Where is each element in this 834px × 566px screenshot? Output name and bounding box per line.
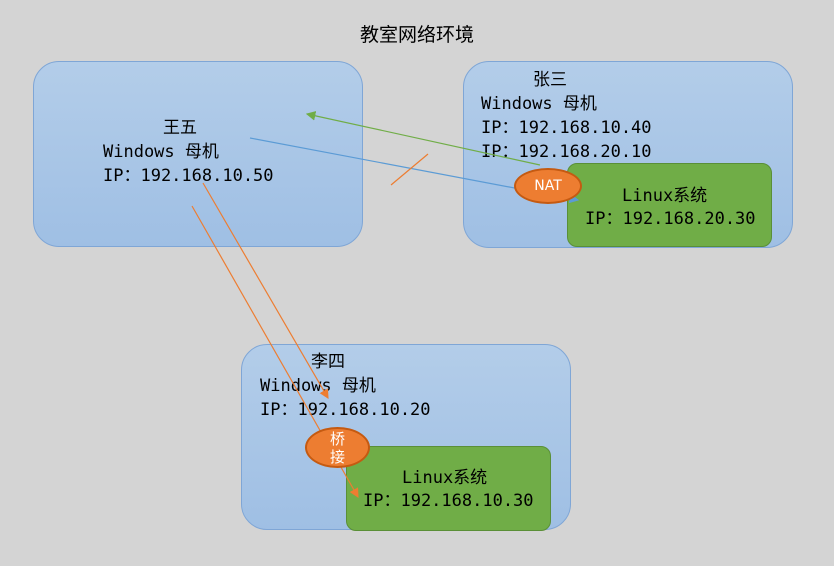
bridge-badge: 桥 接 bbox=[305, 427, 370, 468]
lisi-vm-ip: IP：192.168.10.30 bbox=[363, 491, 534, 511]
wangwu-name: 王五 bbox=[163, 118, 197, 138]
lisi-name: 李四 bbox=[311, 352, 345, 372]
wangwu-ip: IP：192.168.10.50 bbox=[103, 166, 274, 186]
lisi-os: Windows 母机 bbox=[260, 376, 376, 396]
diagram-title: 教室网络环境 bbox=[359, 24, 474, 46]
wangwu-os: Windows 母机 bbox=[103, 142, 219, 162]
lisi-ip: IP：192.168.10.20 bbox=[260, 400, 431, 420]
lisi-linux-vm bbox=[346, 446, 551, 531]
zhangsan-vm-name: Linux系统 bbox=[622, 186, 708, 206]
arrow-zhangsan-to-wangwu bbox=[305, 111, 541, 166]
nat-badge: NAT bbox=[514, 168, 582, 204]
arrow-wangwu-to-lisi bbox=[202, 182, 329, 400]
zhangsan-ip-2: IP：192.168.20.10 bbox=[481, 142, 652, 162]
zhangsan-ip-1: IP：192.168.10.40 bbox=[481, 118, 652, 138]
zhangsan-os: Windows 母机 bbox=[481, 94, 597, 114]
zhangsan-vm-ip: IP：192.168.20.30 bbox=[585, 209, 756, 229]
zhangsan-linux-vm bbox=[567, 163, 772, 247]
lisi-vm-name: Linux系统 bbox=[402, 468, 488, 488]
zhangsan-name: 张三 bbox=[533, 70, 567, 90]
blocked-mark bbox=[390, 153, 429, 186]
